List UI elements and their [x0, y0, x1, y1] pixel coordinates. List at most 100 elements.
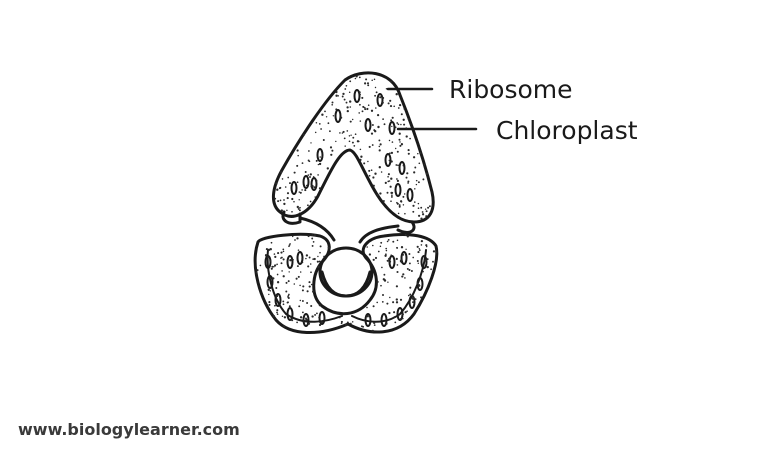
ribosome-dot: [363, 162, 366, 165]
ribosome-dot: [404, 311, 407, 314]
ribosome-dot: [364, 82, 367, 85]
ribosome-dot: [412, 301, 414, 303]
ribosome-dot: [423, 255, 426, 257]
ribosome-dot: [270, 267, 273, 270]
ribosome-dot: [414, 166, 417, 169]
ribosome-dot: [305, 318, 308, 322]
ribosome-dot: [397, 123, 400, 126]
ribosome-dot: [360, 325, 363, 328]
ribosome-dot: [309, 263, 312, 265]
ribosome-dot: [350, 322, 352, 325]
ribosome-dot: [289, 259, 292, 262]
ribosome-dot: [340, 322, 343, 325]
ribosome-dot: [354, 77, 357, 80]
ribosome-dot: [299, 284, 301, 287]
ribosome-dot: [361, 96, 364, 99]
chloroplast: [316, 148, 324, 162]
ribosome-dot: [432, 260, 434, 263]
ribosome-dot: [417, 207, 420, 209]
right-strand: [358, 224, 400, 244]
ribosome-dot: [297, 207, 300, 210]
ribosome-dot: [344, 323, 348, 326]
ribosome-dot: [404, 212, 406, 215]
ribosome-dot: [414, 188, 416, 190]
ribosome-dot: [286, 192, 290, 195]
ribosome-dot: [318, 304, 321, 307]
ribosome-dot: [287, 301, 289, 304]
ribosome-dot: [376, 301, 379, 304]
ribosome-dot: [346, 106, 349, 109]
chloroplast: [406, 188, 414, 202]
ribosome-dot: [407, 180, 410, 183]
ribosome-dot: [400, 246, 404, 249]
ribosome-dot: [299, 271, 302, 273]
ribosome-dot: [276, 309, 279, 312]
ribosome-dot: [323, 255, 326, 258]
ribosome-dot: [416, 282, 419, 285]
ribosome-dot: [292, 258, 294, 261]
ribosome-dot: [327, 246, 330, 249]
ribosome-dot: [389, 152, 391, 155]
ribosome-dot: [307, 322, 311, 325]
ribosome-dot: [380, 171, 383, 173]
ribosome-dot: [421, 213, 425, 216]
ribosome-dot: [339, 316, 341, 319]
ribosome-dot: [283, 325, 286, 328]
ribosome-dot: [403, 193, 406, 195]
ribosome-dot: [374, 172, 377, 175]
left-appendage: [281, 210, 302, 225]
ribosome-dot: [380, 241, 383, 244]
ribosome-dot: [398, 132, 401, 135]
ribosome-dot: [385, 247, 388, 250]
ribosome-dot: [400, 261, 403, 264]
ribosome-dot: [400, 143, 404, 146]
ribosome-dot: [331, 101, 334, 104]
ribosome-dot: [382, 294, 384, 296]
ribosome-dot: [408, 252, 411, 256]
ribosome-dot: [406, 172, 409, 175]
ribosome-dot: [305, 184, 308, 187]
ribosome-dot: [432, 250, 436, 253]
ribosome-dot: [359, 120, 362, 122]
ribosome-dot: [393, 316, 396, 318]
ribosome-dot: [276, 273, 279, 276]
ribosome-dot: [317, 255, 319, 258]
ribosome-dot: [405, 248, 407, 250]
ribosome-dot: [310, 271, 312, 274]
ribosome-dot: [346, 321, 349, 324]
ribosome-dot: [282, 303, 285, 306]
ribosome-dot: [420, 296, 423, 299]
ribosome-dot: [344, 145, 346, 147]
ribosome-dot: [365, 78, 368, 81]
ribosome-dot: [312, 290, 315, 293]
ribosome-dot: [374, 94, 377, 97]
ribosome-dot: [417, 214, 421, 217]
ribosome-dot: [382, 200, 385, 202]
ribosome-dot: [318, 187, 321, 190]
ribosome-dot: [395, 93, 398, 96]
ribosome-dot: [306, 290, 309, 293]
ribosome-dot: [387, 175, 389, 178]
chloroplast: [290, 181, 298, 195]
ribosome-dot: [430, 268, 432, 271]
ribosome-dot: [378, 145, 381, 148]
ribosome-dot: [415, 179, 418, 182]
ribosome-dot: [298, 305, 301, 308]
ribosome-dot: [401, 317, 404, 320]
ribosome-dot: [425, 172, 429, 175]
ribosome-dot: [368, 174, 371, 177]
ribosome-dot: [417, 181, 420, 184]
ribosome-dot: [396, 178, 398, 180]
ribosome-dot: [264, 254, 268, 257]
chloroplast: [286, 307, 294, 321]
ribosome-dot: [412, 210, 415, 213]
ribosome-dot: [387, 173, 390, 176]
ribosome-dot: [277, 200, 280, 203]
chloroplast: [388, 121, 396, 135]
ribosome-dot: [320, 128, 322, 130]
ribosome-dot: [296, 181, 299, 184]
ribosome-dot: [396, 239, 399, 242]
ribosome-dot: [327, 122, 330, 125]
ribosome-dot: [425, 244, 428, 247]
ribosome-dot: [368, 169, 371, 172]
